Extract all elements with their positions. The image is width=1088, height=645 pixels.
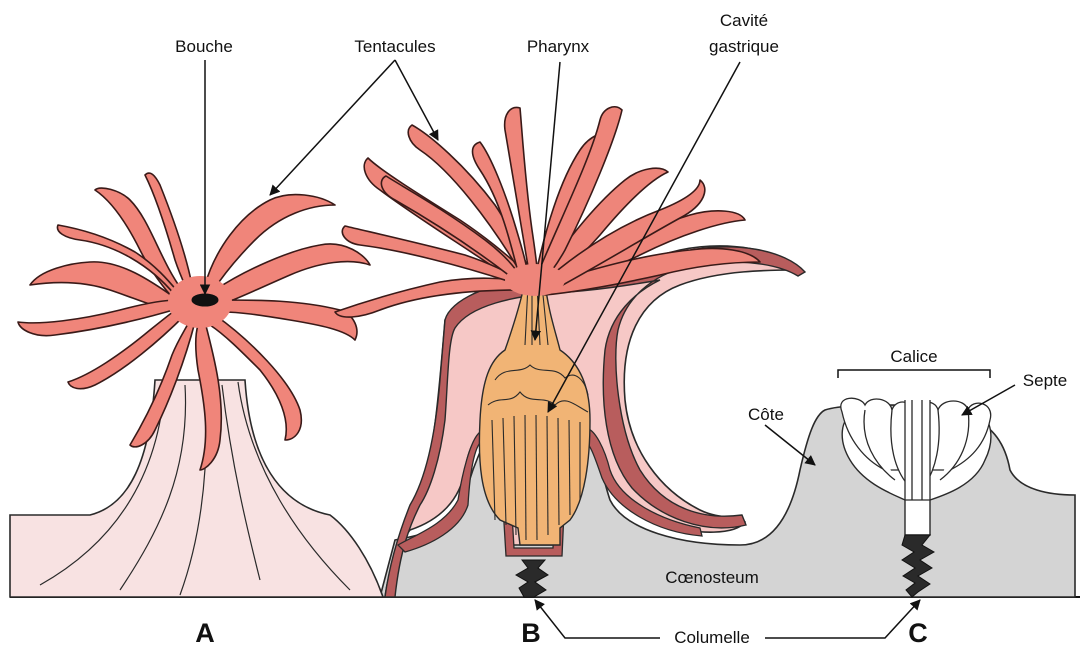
panel-label-a: A [195,618,215,645]
label-coenosteum: Cœnosteum [665,568,759,587]
polyp-b-tentacles [335,107,760,317]
polyp-a-column [10,380,383,597]
label-bouche: Bouche [175,37,233,56]
label-cavite-line1: Cavité [720,11,768,30]
polyp-a [10,173,383,597]
label-cavite-line2: gastrique [709,37,779,56]
panel-label-c: C [908,618,928,645]
label-pharynx: Pharynx [527,37,590,56]
panel-label-b: B [521,618,541,645]
label-calice: Calice [890,347,937,366]
label-columelle: Columelle [674,628,750,645]
mouth-icon [192,294,218,306]
columelle-pointer-b [535,600,660,638]
columelle-pointer-c [765,600,920,638]
label-cote: Côte [748,405,784,424]
label-tentacules: Tentacules [354,37,435,56]
calice-bracket [838,370,990,378]
label-septe: Septe [1023,371,1067,390]
